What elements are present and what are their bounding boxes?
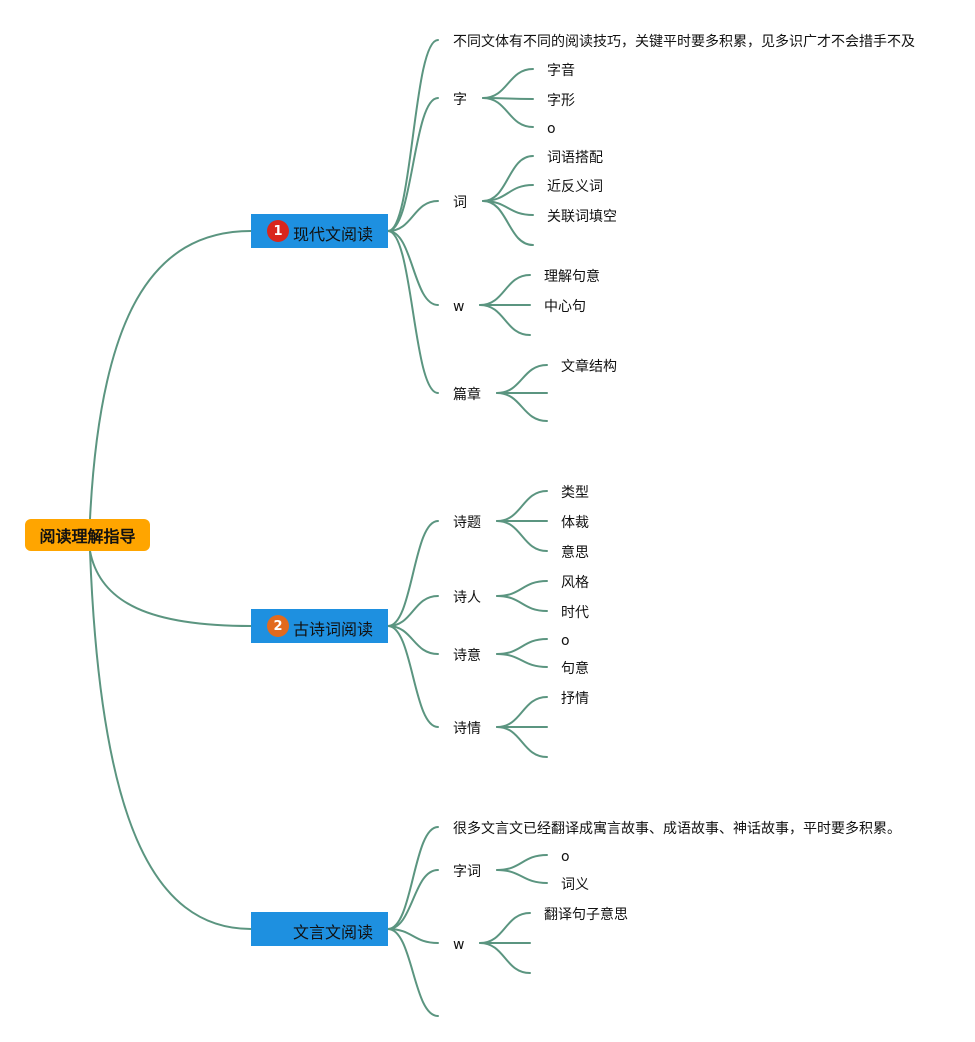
leaf-node[interactable]: 意思: [561, 545, 589, 561]
subtopic-node[interactable]: 词: [453, 195, 467, 211]
connector-line: [482, 200, 534, 246]
connector-line: [496, 638, 548, 655]
connector-line: [496, 580, 548, 597]
connector-line: [482, 97, 534, 128]
leaf-node[interactable]: 风格: [561, 575, 589, 591]
subtopic-node[interactable]: 诗人: [453, 590, 481, 606]
connector-line: [387, 595, 439, 627]
subtopic-node[interactable]: 字: [453, 92, 467, 108]
subtopic-node[interactable]: 诗题: [453, 515, 481, 531]
root-node[interactable]: 阅读理解指导: [25, 519, 150, 551]
subtopic-node[interactable]: 不同文体有不同的阅读技巧，关键平时要多积累，见多识广才不会措手不及: [453, 34, 915, 50]
connector-line: [479, 304, 531, 336]
branch-label: 现代文阅读: [293, 225, 374, 244]
leaf-node[interactable]: 关联词填空: [547, 209, 617, 225]
connector-line: [479, 912, 531, 944]
connector-line: [496, 595, 548, 612]
leaf-node[interactable]: o: [561, 849, 570, 865]
leaf-node[interactable]: 体裁: [561, 515, 589, 531]
connector-line: [496, 696, 548, 728]
branch-label: 文言文阅读: [293, 923, 374, 942]
connector-line: [496, 520, 548, 552]
connector-line: [496, 726, 548, 758]
subtopic-node[interactable]: w: [453, 299, 465, 315]
connector-line: [387, 97, 439, 232]
connector-line: [496, 653, 548, 668]
subtopic-node[interactable]: 篇章: [453, 387, 481, 403]
connector-line: [479, 942, 531, 974]
priority-1-icon: 1: [267, 220, 289, 242]
connector-line: [387, 928, 439, 944]
subtopic-node[interactable]: 诗情: [453, 721, 481, 737]
connector-line: [496, 854, 548, 871]
leaf-node[interactable]: 文章结构: [561, 359, 617, 375]
leaf-node[interactable]: o: [547, 121, 556, 137]
connector-line: [482, 68, 534, 99]
root-label: 阅读理解指导: [39, 527, 136, 546]
branch-label: 古诗词阅读: [293, 620, 374, 639]
leaf-node[interactable]: 翻译句子意思: [544, 907, 628, 923]
subtopic-node[interactable]: 很多文言文已经翻译成寓言故事、成语故事、神话故事，平时要多积累。: [453, 821, 901, 837]
leaf-node[interactable]: 近反义词: [547, 179, 603, 195]
connector-line: [496, 364, 548, 394]
subtopic-node[interactable]: w: [453, 937, 465, 953]
branch-node-modern-reading[interactable]: 1 现代文阅读: [251, 214, 388, 248]
connector-line: [482, 155, 534, 202]
connector-line: [89, 550, 252, 627]
leaf-node[interactable]: 句意: [561, 661, 589, 677]
leaf-node[interactable]: 词义: [561, 877, 589, 893]
leaf-node[interactable]: 字音: [547, 63, 575, 79]
connector-line: [387, 869, 439, 930]
priority-2-icon: 2: [267, 615, 289, 637]
leaf-node[interactable]: 字形: [547, 93, 575, 109]
connector-line: [387, 200, 439, 232]
connector-line: [387, 928, 439, 1017]
connector-line: [496, 392, 548, 422]
connector-line: [387, 39, 439, 232]
connector-line: [387, 230, 439, 394]
connector-line: [387, 520, 439, 627]
subtopic-node[interactable]: 诗意: [453, 648, 481, 664]
branch-node-classical-reading[interactable]: 文言文阅读: [251, 912, 388, 946]
branch-node-poetry-reading[interactable]: 2 古诗词阅读: [251, 609, 388, 643]
connector-line: [387, 230, 439, 306]
connector-line: [387, 826, 439, 930]
connector-line: [387, 625, 439, 728]
connector-line: [89, 550, 252, 930]
leaf-node[interactable]: 抒情: [561, 691, 589, 707]
leaf-node[interactable]: 类型: [561, 485, 589, 501]
connector-line: [89, 230, 252, 520]
connector-line: [479, 274, 531, 306]
leaf-node[interactable]: 词语搭配: [547, 150, 603, 166]
leaf-node[interactable]: 时代: [561, 605, 589, 621]
leaf-node[interactable]: 理解句意: [544, 269, 600, 285]
connector-line: [496, 490, 548, 522]
leaf-node[interactable]: 中心句: [544, 299, 586, 315]
leaf-node[interactable]: o: [561, 633, 570, 649]
connector-line: [496, 869, 548, 884]
subtopic-node[interactable]: 字词: [453, 864, 481, 880]
connector-line: [387, 625, 439, 655]
